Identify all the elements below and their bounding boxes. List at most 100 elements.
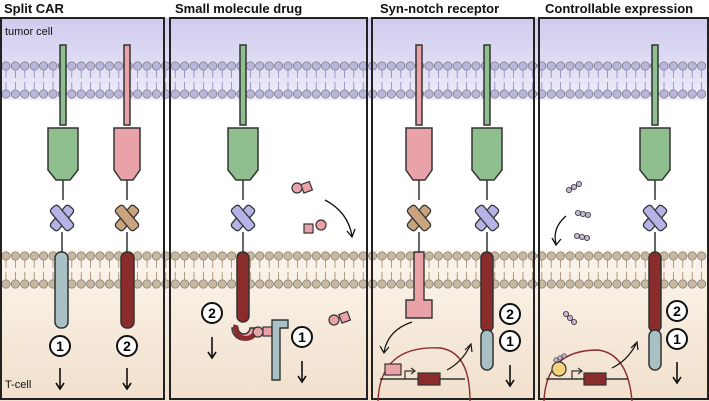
synapse-region [0,100,709,250]
inducer-molecule [575,209,592,218]
lipid-head [499,61,509,71]
lipid-head [687,61,697,71]
lipid-head [640,61,650,71]
lipid-head [180,251,190,261]
lipid-head [1,89,11,99]
lipid-head [264,279,274,289]
lipid-head [386,89,396,99]
signal-number: 1 [506,333,514,349]
drug-molecule [291,180,314,194]
gene-block [583,372,607,386]
lipid-head [490,61,500,71]
lipid-head [546,61,556,71]
inducible-promoter-complex [551,361,567,377]
lipid-head [593,251,603,261]
lipid-head [104,251,114,261]
lipid-head [292,89,302,99]
red-signaling-domain [236,251,250,323]
lipid-head [321,279,331,289]
lipid-head [1,279,11,289]
lipid-head [659,89,669,99]
lipid-head [603,61,613,71]
lipid-head [452,89,462,99]
lipid-head [621,89,631,99]
grey-signaling-domain [480,329,494,371]
lipid-head [151,251,161,261]
lipid-head [227,251,237,261]
lipid-head [565,61,575,71]
green-receptor [471,44,503,200]
lipid-head [311,61,321,71]
lipid-head [20,279,30,289]
lipid-head [405,251,415,261]
lipid-head [20,89,30,99]
lipid-head [377,89,387,99]
lipid-head [189,279,199,289]
lipid-head [339,251,349,261]
lipid-head [114,89,124,99]
transcription-factor [384,363,402,376]
lipid-head [321,89,331,99]
lipid-head [330,251,340,261]
grey-partner-domain [271,319,289,381]
lipid-head [574,279,584,289]
lipid-head [631,251,641,261]
lipid-head [198,61,208,71]
lipid-head [687,89,697,99]
lipid-head [471,61,481,71]
signal-number: 1 [56,338,64,354]
lipid-head [170,279,180,289]
lipid-head [255,61,265,71]
lipid-head [311,89,321,99]
lipid-head [433,61,443,71]
lipid-head [330,279,340,289]
drug-molecule [328,310,352,326]
lipid-head [678,251,688,261]
lipid-head [443,279,453,289]
lipid-head [424,61,434,71]
lipid-head [574,89,584,99]
lipid-head [10,279,20,289]
red-signaling-domain [480,251,494,333]
lipid-head [208,279,218,289]
lipid-head [29,279,39,289]
lipid-head [95,279,105,289]
lipid-head [631,279,641,289]
down-arrow [297,361,307,384]
down-arrow [207,337,217,360]
lipid-head [574,61,584,71]
lipid-head [142,61,152,71]
grey-signaling-domain [648,329,662,371]
lipid-head [330,61,340,71]
lipid-head [283,279,293,289]
lipid-head [48,61,58,71]
inducer-molecule [563,310,578,325]
drug-molecule [303,219,327,234]
grey-signaling-domain [54,251,69,329]
lipid-head [556,251,566,261]
lipid-head [104,279,114,289]
lipid-head [29,61,39,71]
signal-number: 2 [208,305,216,321]
lipid-head [274,89,284,99]
lipid-head [67,89,77,99]
lipid-head [668,89,678,99]
lipid-head [565,251,575,261]
lipid-head [687,279,697,289]
lipid-head [697,279,707,289]
lipid-head [556,61,566,71]
red-signaling-domain [648,251,662,333]
lipid-head [405,89,415,99]
lipid-head [114,61,124,71]
lipid-head [142,279,152,289]
lipid-head [302,251,312,261]
lipid-head [640,89,650,99]
lipid-head [678,279,688,289]
small-molecule-panel: 2 1 [201,44,356,384]
lipid-head [29,251,39,261]
syn-notch-panel: 2 1 [377,44,521,401]
lipid-head [471,251,481,261]
lipid-head [349,251,359,261]
lipid-head [697,251,707,261]
lipid-head [668,61,678,71]
